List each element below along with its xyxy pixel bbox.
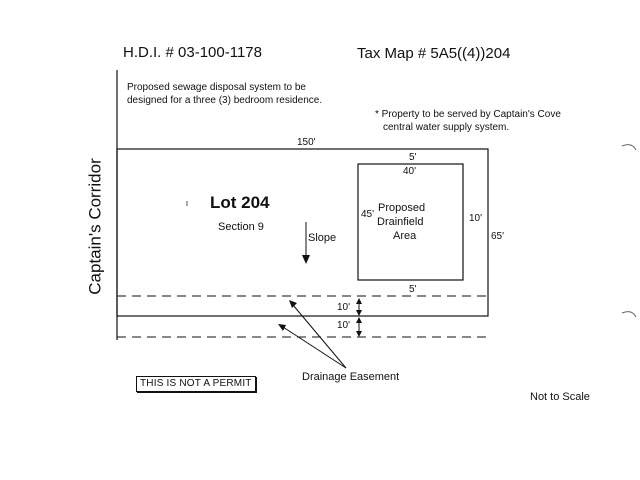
drainfield-label-line1: Proposed — [378, 202, 426, 214]
not-a-permit-stamp: THIS IS NOT A PERMIT — [136, 376, 256, 392]
slope-arrowhead — [302, 255, 310, 264]
lot-boundary — [116, 148, 489, 317]
easement-dim-upper-head-bottom — [356, 310, 362, 316]
easement-leader-2-head — [278, 324, 286, 331]
sewage-note-line2: designed for a three (3) bedroom residen… — [127, 95, 323, 106]
lot-width-dimension: 150' — [297, 137, 316, 148]
lot-section: Section 9 — [218, 221, 264, 233]
scan-mark-top — [621, 144, 637, 151]
easement-leader-1-head — [289, 300, 297, 308]
water-note-line1: * Property to be served by Captain's Cov… — [375, 109, 561, 120]
scan-mark-bottom — [621, 311, 637, 318]
easement-upper-dimension: 10' — [337, 302, 351, 313]
field-bottom-offset-dimension: 5' — [409, 284, 417, 295]
easement-dim-lower-head-bottom — [356, 331, 362, 337]
scale-note: Not to Scale — [530, 391, 590, 403]
easement-leader-1 — [292, 304, 347, 369]
road-label: Captain's Corridor — [85, 158, 105, 295]
drainfield-box — [357, 163, 464, 281]
easement-dim-lower-head-top — [356, 317, 362, 323]
lot-depth-dimension: 65' — [491, 231, 505, 242]
field-width-dimension: 40' — [403, 166, 417, 177]
drainage-easement-label: Drainage Easement — [302, 371, 400, 383]
lot-title: Lot 204 — [210, 193, 270, 212]
easement-dim-upper-head-top — [356, 298, 362, 304]
water-note-line2: central water supply system. — [383, 122, 510, 133]
slope-label: Slope — [308, 232, 337, 244]
field-height-dimension: 45' — [361, 209, 375, 220]
hdi-number: H.D.I. # 03-100-1178 — [123, 44, 262, 61]
easement-leader-2 — [282, 326, 347, 369]
tax-map-number: Tax Map # 5A5((4))204 — [357, 45, 511, 62]
drainfield-label-line3: Area — [393, 230, 417, 242]
sewage-note-line1: Proposed sewage disposal system to be — [127, 82, 306, 93]
drainfield-label-line2: Drainfield — [377, 216, 424, 228]
field-top-offset-dimension: 5' — [409, 152, 417, 163]
field-right-offset-dimension: 10' — [469, 213, 483, 224]
easement-lower-dimension: 10' — [337, 320, 351, 331]
